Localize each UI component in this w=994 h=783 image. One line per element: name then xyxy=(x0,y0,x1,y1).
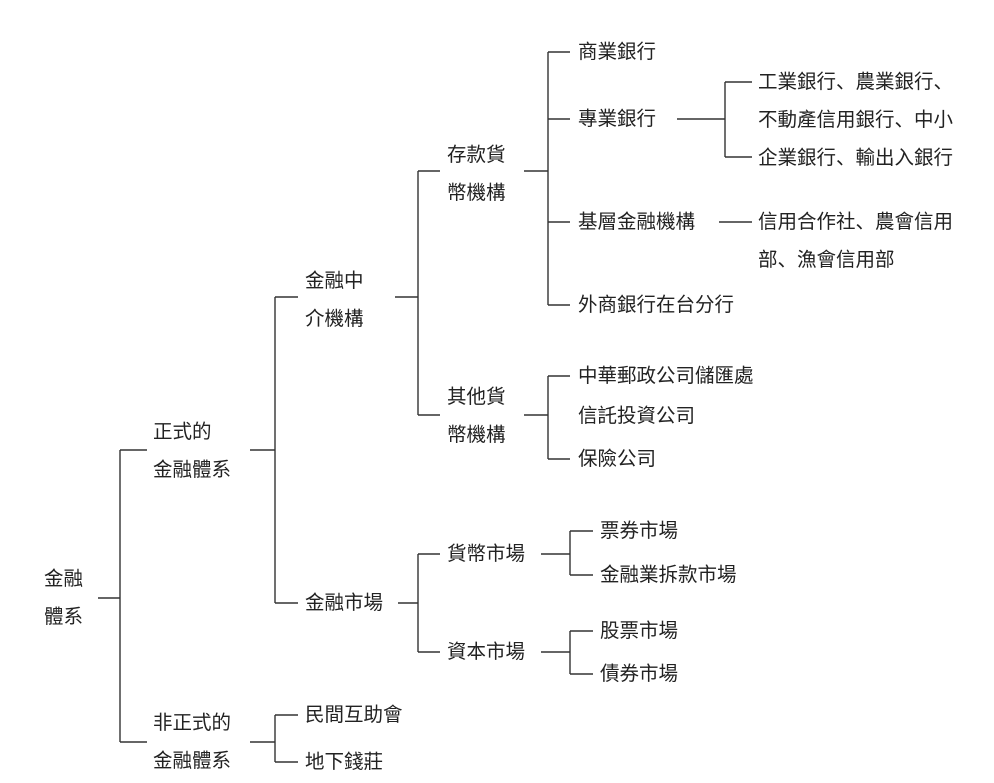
node-other: 其他貨 幣機構 xyxy=(447,385,506,446)
node-capital-market: 資本市場 xyxy=(447,640,526,663)
node-commercial: 商業銀行 xyxy=(578,40,657,63)
node-post: 中華郵政公司儲匯處 xyxy=(578,364,754,387)
node-stock: 股票市場 xyxy=(600,619,679,642)
node-trust: 信託投資公司 xyxy=(578,404,696,427)
node-deposit: 存款貨 幣機構 xyxy=(447,143,506,204)
node-market: 金融市場 xyxy=(305,591,384,614)
node-grassroots-detail: 信用合作社、農會信用 部、漁會信用部 xyxy=(758,210,954,271)
node-money-market: 貨幣市場 xyxy=(447,542,526,565)
node-insurance: 保險公司 xyxy=(578,447,657,470)
node-mutual-aid: 民間互助會 xyxy=(305,703,403,726)
node-interbank: 金融業拆款市場 xyxy=(600,563,737,586)
node-specialized: 專業銀行 xyxy=(578,107,657,130)
node-intermediary: 金融中 介機構 xyxy=(305,269,364,330)
node-foreign: 外商銀行在台分行 xyxy=(578,293,735,316)
node-root: 金融 體系 xyxy=(44,567,84,628)
node-formal: 正式的 金融體系 xyxy=(153,420,232,481)
node-informal: 非正式的 金融體系 xyxy=(153,711,232,772)
node-bond: 債券市場 xyxy=(600,662,679,685)
node-underground: 地下錢莊 xyxy=(305,750,384,773)
node-grassroots: 基層金融機構 xyxy=(578,210,696,233)
node-bills: 票券市場 xyxy=(600,519,679,542)
node-specialized-detail: 工業銀行、農業銀行、 不動產信用銀行、中小 企業銀行、輸出入銀行 xyxy=(758,70,954,169)
